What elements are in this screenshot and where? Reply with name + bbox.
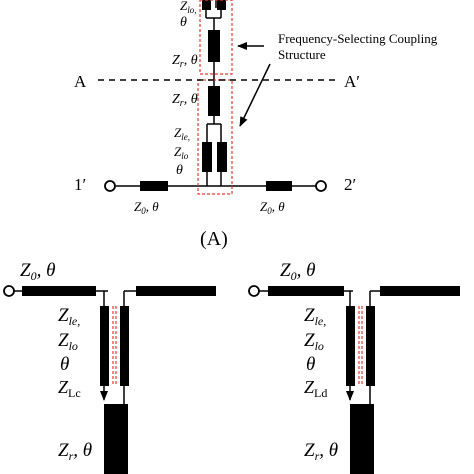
bl-label-zle: Zle,: [58, 305, 80, 328]
label-zle: Zle,: [174, 125, 190, 142]
bl-label-zlo: Zlo: [58, 330, 78, 353]
annotation-line-1: Frequency-Selecting Coupling: [278, 31, 438, 46]
bl-label-z0: Z0, θ: [20, 260, 55, 283]
caption-a: (A): [200, 228, 228, 250]
label-zr-lower: Zr, θ: [172, 92, 198, 109]
z0-right-line: [266, 181, 292, 191]
bl-label-theta: θ: [60, 354, 69, 375]
plane-label-left: A: [74, 72, 87, 91]
label-zr-upper: Zr, θ: [172, 53, 198, 70]
coupled-line-lower-left: [202, 142, 212, 172]
arrow-to-lower-box: [239, 63, 271, 127]
bl-right-line: [136, 286, 216, 296]
label-theta-top: θ: [180, 15, 187, 30]
br-port: [248, 285, 260, 297]
coupled-line-top-right: [217, 0, 226, 10]
br-label-zle: Zle,: [304, 305, 326, 328]
coupled-line-top-left: [202, 0, 211, 10]
bl-label-zr: Zr, θ: [58, 440, 92, 463]
label-z0-right: Z0, θ: [260, 199, 285, 216]
port-1-prime: [104, 180, 116, 192]
br-coupled-right: [366, 306, 375, 386]
label-zlo: Zlo: [174, 144, 189, 161]
label-theta-coupled: θ: [176, 163, 183, 178]
br-label-zlo: Zlo: [304, 330, 324, 353]
label-zlo-top: Zlo,: [180, 0, 197, 15]
port-2-prime: [315, 180, 327, 192]
zr-lower-line: [208, 86, 220, 116]
br-label-zl: ZLd: [304, 377, 327, 400]
br-coupled-left: [346, 306, 355, 386]
port-label-1: 1′: [74, 175, 86, 194]
coupling-structure-box-upper: [199, 0, 233, 75]
plane-label-right: A′: [344, 72, 360, 91]
bl-z0-line: [22, 286, 96, 296]
coupled-line-lower-right: [217, 142, 227, 172]
br-zr-line: [350, 404, 374, 474]
br-z0-line: [268, 286, 344, 296]
br-right-line: [380, 286, 460, 296]
bottom-left-circuit: Z0, θ Zle, Zlo θ ZLc Zr, θ: [3, 260, 216, 474]
z0-left-line: [140, 181, 168, 191]
bl-coupled-right: [120, 306, 129, 386]
port-label-2: 2′: [344, 175, 356, 194]
bl-zr-line: [104, 404, 128, 474]
bl-port: [3, 285, 15, 297]
bl-label-zl: ZLc: [58, 377, 81, 400]
label-z0-left: Z0, θ: [134, 199, 159, 216]
br-label-zr: Zr, θ: [304, 440, 338, 463]
br-label-theta: θ: [306, 354, 315, 375]
coupling-structure-box-lower: [197, 79, 233, 195]
br-label-z0: Z0, θ: [280, 260, 315, 283]
bottom-right-circuit: Z0, θ Zle, Zlo θ ZLd Zr, θ: [248, 260, 460, 474]
bl-coupled-left: [100, 306, 109, 386]
annotation-line-2: Structure: [278, 47, 326, 62]
top-diagram: A A′ Frequency-Selecting Coupling Struct…: [74, 0, 438, 250]
zr-upper-line: [208, 30, 220, 62]
